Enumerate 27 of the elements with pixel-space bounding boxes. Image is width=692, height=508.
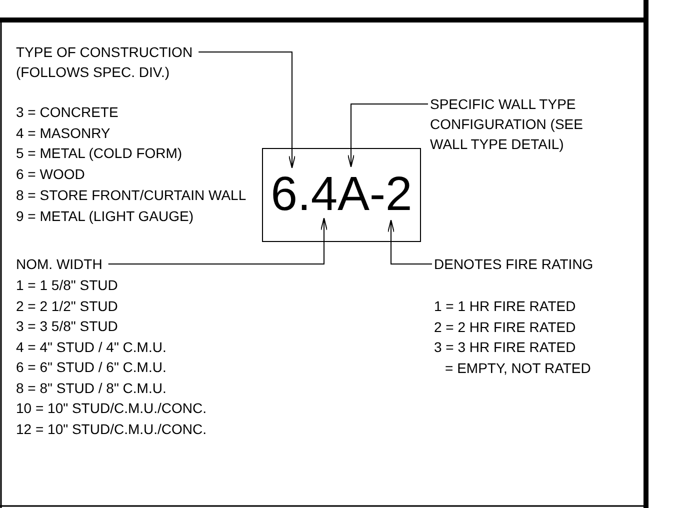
code-definition: 1 = 1 HR FIRE RATED [434, 297, 576, 316]
code-definition: 8 = 8" STUD / 8" C.M.U. [16, 378, 166, 398]
wall-type-tag: 6.4A-2 [262, 148, 421, 242]
code-definition: 4 = 4" STUD / 4" C.M.U. [16, 338, 166, 356]
callout-text: DENOTES FIRE RATING [434, 254, 594, 274]
code-definition: 3 = CONCRETE [16, 103, 118, 122]
code-definition: 3 = 3 HR FIRE RATED [434, 338, 576, 357]
code-definition: 10 = 10" STUD/C.M.U./CONC. [16, 399, 207, 418]
code-definition: 4 = MASONRY [16, 124, 110, 143]
callout-text: TYPE OF CONSTRUCTION (FOLLOWS SPEC. DIV.) [16, 42, 203, 82]
code-definition: 12 = 10" STUD/C.M.U./CONC. [16, 420, 207, 438]
code-definition: 6 = 6" STUD / 6" C.M.U. [16, 358, 166, 377]
leader-arrow [348, 104, 428, 168]
code-definition: 2 = 2 HR FIRE RATED [434, 318, 576, 336]
code-definition: 8 = STORE FRONT/CURTAIN WALL [16, 186, 246, 205]
leader-arrow [388, 220, 432, 264]
code-definition: 9 = METAL (LIGHT GAUGE) [16, 206, 194, 226]
code-definition: 3 = 3 5/8" STUD [16, 317, 118, 336]
leader-arrow [198, 52, 296, 168]
callout-text: NOM. WIDTH [16, 254, 102, 274]
code-definition: 1 = 1 5/8" STUD [16, 276, 118, 295]
leader-arrow [108, 218, 328, 264]
code-definition: 6 = WOOD [16, 165, 85, 184]
code-definition: 5 = METAL (COLD FORM) [16, 144, 182, 164]
code-definition: 2 = 2 1/2" STUD [16, 296, 118, 316]
code-definition: = EMPTY, NOT RATED [445, 358, 591, 378]
callout-text: SPECIFIC WALL TYPE CONFIGURATION (SEE WALL TYPE DETAIL) [430, 94, 615, 154]
